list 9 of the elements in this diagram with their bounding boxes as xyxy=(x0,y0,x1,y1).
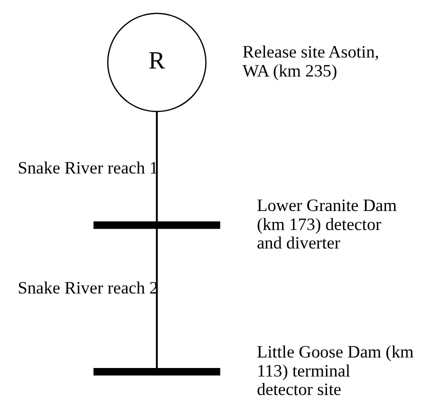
node-label: Little Goose Dam (km 113) terminal detector site xyxy=(256,342,414,399)
node-bar xyxy=(94,368,220,376)
node-bar xyxy=(94,221,220,229)
node-label: Release site Asotin, WA (km 235) xyxy=(242,42,380,80)
connector xyxy=(156,228,158,368)
edge-label: Snake River reach 1 xyxy=(18,158,158,178)
connector xyxy=(156,112,158,222)
node-label: Lower Granite Dam (km 173) detector and diverter xyxy=(256,196,397,252)
node-circle: R xyxy=(107,12,207,112)
